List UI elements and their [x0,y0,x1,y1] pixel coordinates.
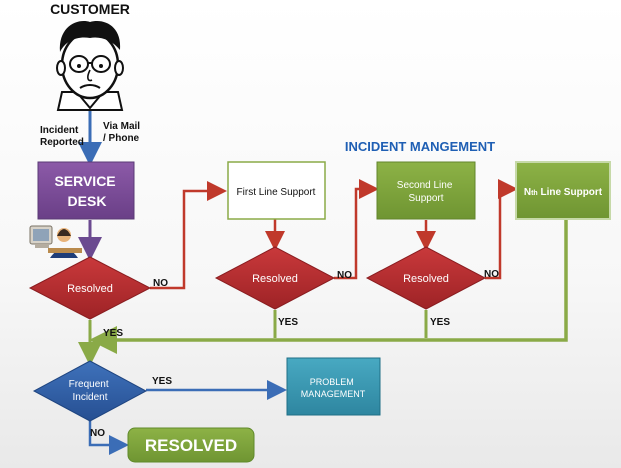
customer-label: CUSTOMER [50,1,130,17]
incident-reported-label: Incident Reported [40,125,84,148]
diagram-title: INCIDENT MANGEMENT [345,139,495,154]
problem-management-box [286,357,381,416]
nth-line-support-box [515,161,611,220]
yes-label-2: YES [278,317,298,328]
no-label-3: NO [484,269,499,280]
resolved-decision-2 [214,246,336,310]
connector-no-to-resolved [88,421,129,455]
no-label-2: NO [337,270,352,281]
problem-management-label: PROBLEM MANAGEMENT [301,377,366,399]
service-desk-label: SERVICE DESK [54,173,119,209]
resolved-decision-3 [365,246,487,310]
service-desk-box [37,161,135,220]
resolved-label-2: Resolved [252,273,298,285]
resolved-final-label: RESOLVED [145,436,237,455]
frequent-incident-decision [32,360,148,422]
connector-no-to-second-line [334,179,379,280]
customer-avatar-icon [56,21,124,111]
no-label-frequent: NO [90,428,105,439]
resolved-decision-1 [28,256,152,320]
yes-label-1: YES [103,328,123,339]
connector-yes-return-bus [89,219,568,354]
frequent-incident-label: Frequent Incident [69,379,112,403]
first-line-support-label: First Line Support [237,187,316,198]
service-agent-icon [29,225,82,258]
via-mail-phone-label: Via Mail / Phone [103,121,143,144]
first-line-support-box [227,161,326,220]
no-label-1: NO [153,278,168,289]
resolved-label-3: Resolved [403,273,449,285]
connector-no-to-first-line [150,181,227,290]
nth-line-support-label: Nth Line Support [524,187,603,198]
yes-label-3: YES [430,317,450,328]
yes-label-frequent: YES [152,376,172,387]
connector-no-to-nth-line [485,179,518,280]
second-line-support-box [376,161,476,220]
second-line-support-label: Second Line Support [397,180,455,204]
resolved-final-box [127,427,255,463]
resolved-label-1: Resolved [67,283,113,295]
